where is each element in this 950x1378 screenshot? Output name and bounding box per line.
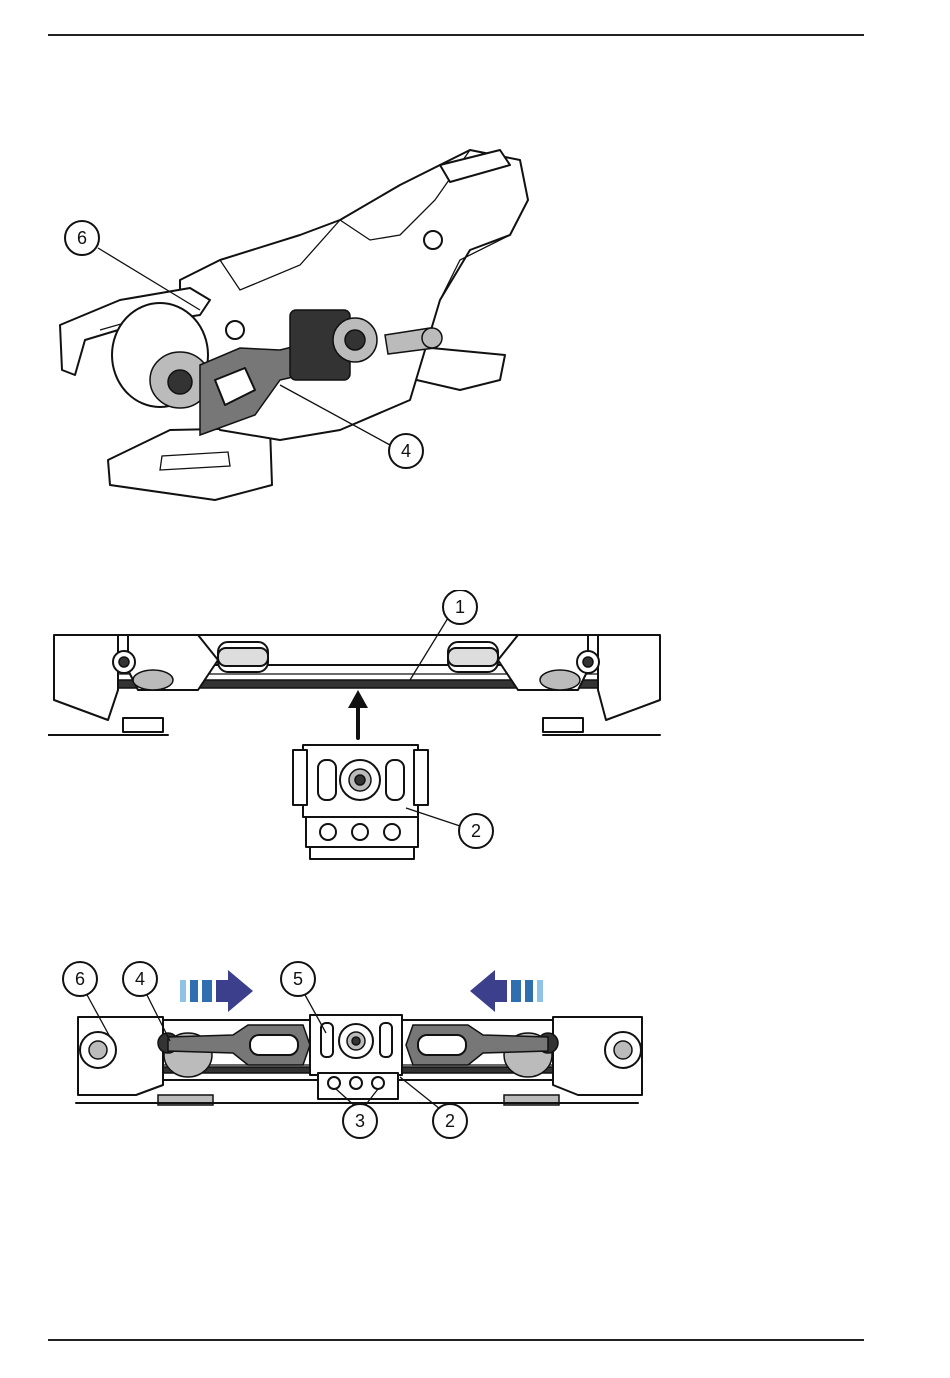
- callout-1-label: 1: [455, 597, 465, 617]
- rail-insert-figure: 1 2: [48, 590, 668, 870]
- header-rule: [48, 34, 864, 36]
- callout-4-label: 4: [401, 441, 411, 461]
- callout-6b-label: 6: [75, 969, 85, 989]
- slide-right-arrow: [180, 970, 253, 1012]
- assembled-figure: 6 4 5 3 2: [48, 955, 658, 1145]
- footer-rule: [48, 1339, 864, 1341]
- left-end-housing: [54, 635, 118, 720]
- callout-2b-label: 2: [445, 1111, 455, 1131]
- right-end-housing: [598, 635, 660, 720]
- callout-3-label: 3: [355, 1111, 365, 1131]
- base-plate: [108, 428, 272, 500]
- callout-4b-label: 4: [135, 969, 145, 989]
- isometric-carriage-figure: 6 4: [40, 140, 540, 510]
- callout-2-label: 2: [471, 821, 481, 841]
- slide-left-arrow: [470, 970, 543, 1012]
- callout-6-label: 6: [77, 228, 87, 248]
- callout-5-label: 5: [293, 969, 303, 989]
